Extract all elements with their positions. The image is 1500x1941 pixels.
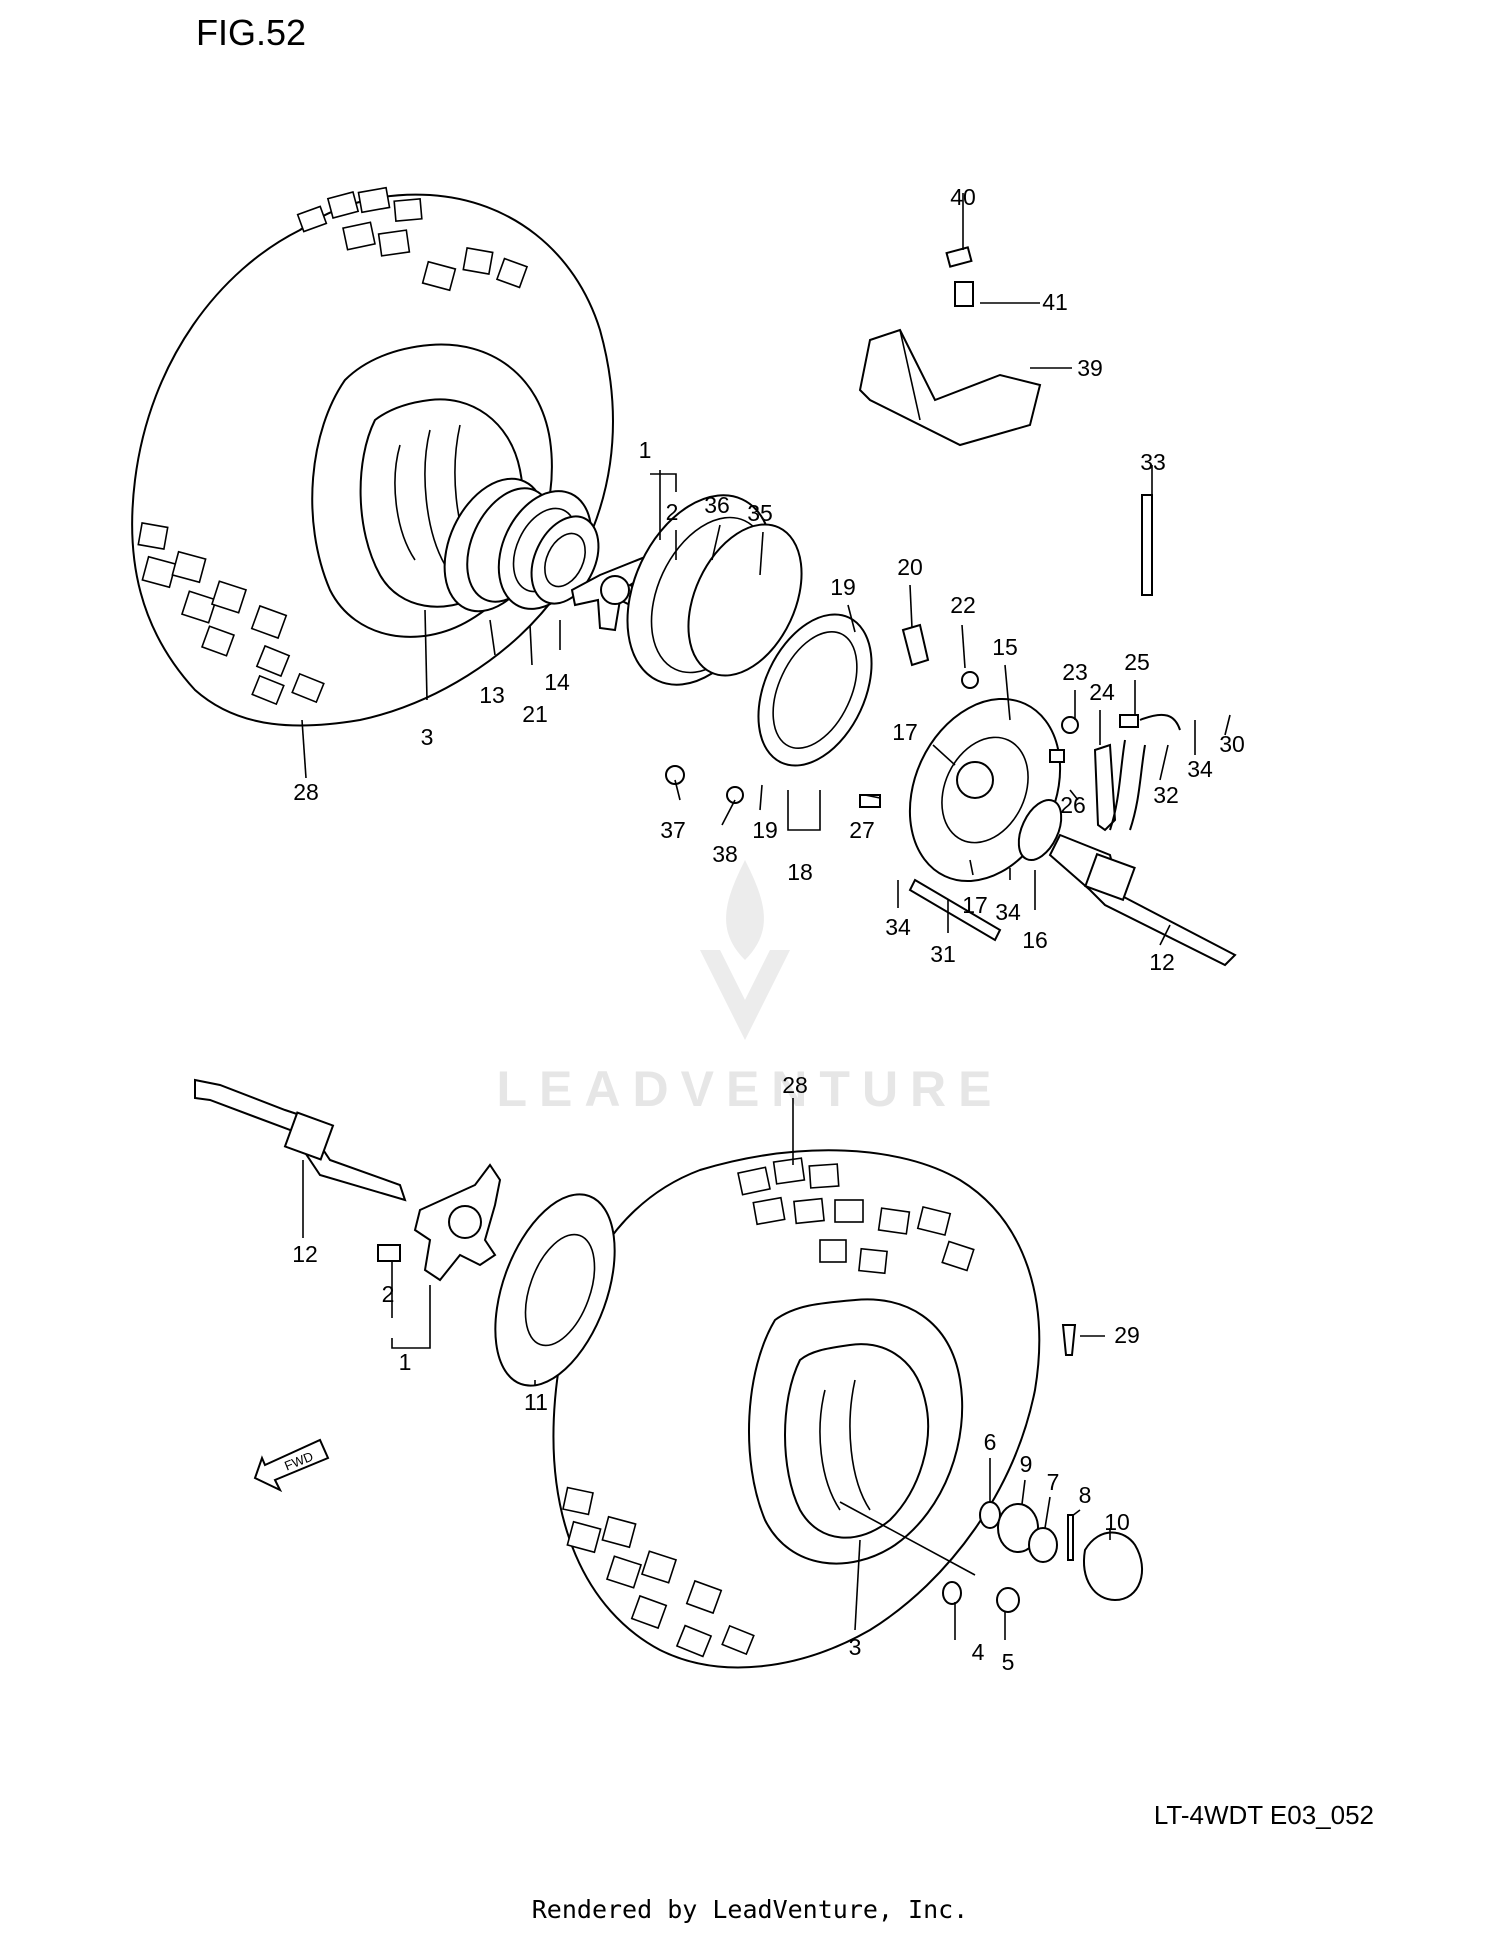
callout-lower-2: 2: [382, 1281, 395, 1307]
callout-lower-28: 28: [782, 1072, 808, 1098]
watermark-text: LEADVENTURE: [496, 1061, 1004, 1117]
callout-upper-34c: 34: [885, 914, 911, 940]
callout-lower-7: 7: [1047, 1469, 1060, 1495]
callout-upper-35: 35: [747, 500, 773, 526]
callout-upper-16: 16: [1022, 927, 1048, 953]
callout-upper-21: 21: [522, 701, 548, 727]
callout-upper-20: 20: [897, 554, 923, 580]
callout-upper-31: 31: [930, 941, 956, 967]
callout-upper-12: 12: [1149, 949, 1175, 975]
fwd-arrow: FWD: [253, 1438, 330, 1493]
callout-lower-4: 4: [972, 1639, 985, 1665]
lower-hub-parts: [194, 1078, 1144, 1613]
callout-upper-27: 27: [849, 817, 875, 843]
callout-lower-9: 9: [1020, 1451, 1033, 1477]
callout-upper-15: 15: [992, 634, 1018, 660]
callout-upper-28: 28: [293, 779, 319, 805]
upper-leader-lines: [301, 193, 1231, 946]
callout-upper-22: 22: [950, 592, 976, 618]
callout-upper-17b: 17: [962, 892, 988, 918]
upper-callouts: 1 2 36 35 19 20 22 15 23 24 25 30 34 32 …: [293, 184, 1245, 975]
callout-upper-2: 2: [666, 499, 679, 525]
callout-upper-34: 34: [1187, 756, 1213, 782]
callout-upper-1: 1: [639, 437, 652, 463]
callout-lower-29: 29: [1114, 1322, 1140, 1348]
upper-hub-parts: [443, 246, 1237, 967]
callout-upper-40: 40: [950, 184, 976, 210]
upper-tire: [131, 186, 614, 727]
callout-lower-6: 6: [984, 1429, 997, 1455]
callout-upper-26: 26: [1060, 792, 1086, 818]
model-code: LT-4WDT E03_052: [1153, 1800, 1374, 1830]
callout-upper-18: 18: [787, 859, 813, 885]
callout-lower-11: 11: [524, 1389, 548, 1415]
callout-upper-36: 36: [704, 492, 730, 518]
callout-upper-23: 23: [1062, 659, 1088, 685]
lower-tire: [552, 1149, 1041, 1669]
figure-title: FIG.52: [196, 12, 307, 53]
callout-upper-33: 33: [1140, 449, 1166, 475]
callout-lower-5: 5: [1002, 1649, 1015, 1675]
callout-upper-32: 32: [1153, 782, 1179, 808]
callout-upper-17: 17: [892, 719, 918, 745]
callout-upper-19: 19: [830, 574, 856, 600]
callout-lower-12: 12: [292, 1241, 318, 1267]
callout-upper-19b: 19: [752, 817, 778, 843]
callout-upper-25: 25: [1124, 649, 1150, 675]
rendered-by-credit: Rendered by LeadVenture, Inc.: [531, 1895, 969, 1924]
callout-lower-1: 1: [399, 1349, 412, 1375]
callout-upper-34b: 34: [995, 899, 1021, 925]
callout-upper-24: 24: [1089, 679, 1115, 705]
watermark-logo: [700, 860, 790, 1040]
lower-callouts: 28 12 2 1 11 29 6 9 7 8 10 4 5 3: [292, 1072, 1140, 1675]
lower-leader-lines: [302, 1098, 1111, 1640]
callout-upper-38: 38: [712, 841, 738, 867]
callout-upper-41: 41: [1042, 289, 1068, 315]
callout-upper-37: 37: [660, 817, 686, 843]
callout-upper-3: 3: [421, 724, 434, 750]
callout-lower-3: 3: [849, 1634, 862, 1660]
callout-lower-10: 10: [1104, 1509, 1130, 1535]
callout-upper-30: 30: [1219, 731, 1245, 757]
callout-upper-14: 14: [544, 669, 570, 695]
callout-upper-13: 13: [479, 682, 505, 708]
callout-lower-8: 8: [1079, 1482, 1092, 1508]
callout-upper-39: 39: [1077, 355, 1103, 381]
